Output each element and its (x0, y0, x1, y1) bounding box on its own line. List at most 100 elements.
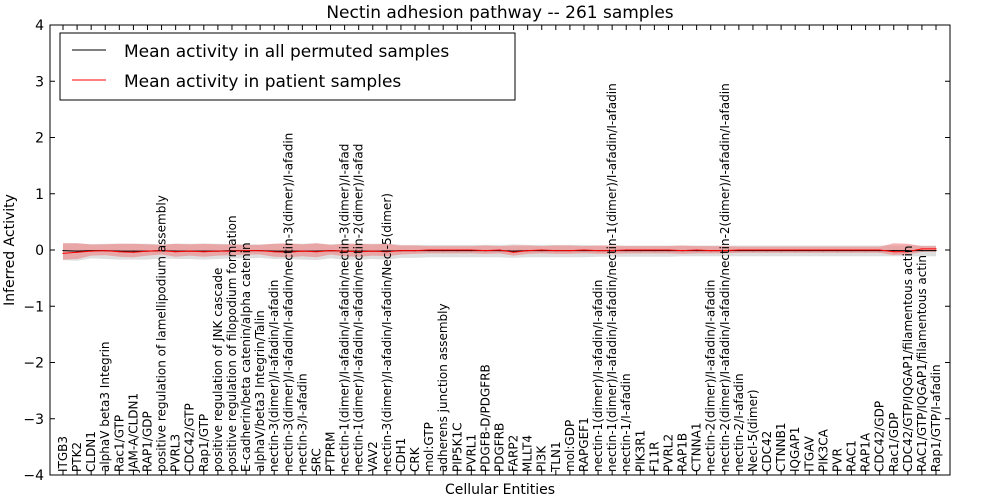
data-point (104, 250, 106, 252)
data-point (498, 249, 501, 251)
legend: Mean activity in all permuted samples Me… (59, 32, 516, 101)
data-point (62, 250, 64, 252)
x-tick-label: Necl-5(dimer) (746, 389, 760, 472)
x-tick-label: Rap1/GTP (197, 414, 211, 472)
data-point (161, 250, 163, 252)
x-tick-label: RAP1/GDP (141, 411, 155, 472)
data-point (372, 250, 374, 252)
data-point (287, 250, 289, 252)
data-point (118, 251, 120, 253)
x-tick-label: PVRL1 (464, 434, 478, 472)
x-tick-label: PDGFRB (493, 423, 507, 472)
x-tick-label: nectin-3(dimer)/I-afadin/I-afadin/Necl-5… (380, 193, 394, 472)
x-tick-label: E-cadherin/beta catenin/alpha catenin (239, 242, 253, 472)
x-tick-label: CRK (408, 446, 422, 472)
data-point (527, 250, 529, 252)
data-point (329, 250, 332, 252)
x-tick-label: nectin-1/I-afadin (619, 373, 633, 472)
x-tick-label: MLLT4 (521, 435, 535, 472)
x-tick-label: PVRL3 (169, 434, 183, 472)
y-tick-label: 3 (35, 74, 44, 90)
x-tick-label: SRC (310, 448, 324, 472)
data-point (231, 250, 233, 252)
data-point (541, 249, 543, 251)
x-tick-label: CTNNB1 (774, 422, 788, 472)
data-point (287, 251, 289, 253)
data-point (597, 250, 599, 252)
x-tick-label: nectin-1(dimer)/I-afadin/I-afadin (591, 280, 605, 472)
data-point (738, 249, 740, 251)
x-tick-label: positive regulation of JNK cascade (211, 268, 225, 472)
data-point (625, 249, 627, 251)
y-tick-label: −1 (23, 299, 44, 315)
x-tick-label: PVR (830, 448, 844, 472)
x-tick-label: PDGFB-D/PDGFRB (478, 364, 492, 472)
x-tick-label: PIK3CA (816, 428, 830, 472)
data-point (583, 249, 585, 251)
data-point (907, 251, 909, 253)
y-tick-label: −3 (23, 412, 44, 428)
x-tick-label: ITGAV (802, 435, 816, 472)
x-tick-label: RAPGEF1 (577, 417, 591, 472)
x-tick-label: nectin-3(dimer)/I-afadin/I-afadin (267, 280, 281, 472)
x-tick-label: CDC42/GDP (873, 401, 887, 472)
data-point (935, 250, 937, 252)
x-tick-label: ITGB3 (56, 436, 70, 472)
x-tick-label: nectin-1(dimer)/I-afadin/I-afadin/nectin… (352, 144, 366, 472)
x-tick-label: nectin-2(dimer)/I-afadin/I-afadin/nectin… (718, 83, 732, 472)
data-point (893, 251, 895, 253)
x-tick-label: alphaV beta3 Integrin (98, 341, 112, 472)
data-point (400, 250, 402, 252)
data-point (90, 250, 92, 252)
data-point (513, 251, 515, 253)
data-point (935, 248, 937, 250)
data-point (428, 249, 430, 251)
y-tick-label: 1 (35, 187, 44, 203)
x-tick-label: CLDN1 (84, 431, 98, 472)
data-point (865, 249, 867, 251)
data-point (696, 249, 698, 251)
data-point (639, 249, 641, 251)
data-point (146, 250, 149, 252)
data-point (132, 250, 134, 252)
data-point (386, 251, 388, 253)
x-tick-label: RAC1 (845, 440, 859, 472)
data-point (358, 251, 360, 253)
legend-box (59, 32, 516, 101)
x-tick-label: RAP1B (676, 433, 690, 472)
data-point (301, 250, 303, 252)
data-point (203, 251, 205, 253)
x-tick-label: nectin-1(dimer)/I-afadin/I-afadin/nectin… (338, 144, 352, 472)
x-tick-label: PIP5K1C (450, 422, 464, 472)
data-point (442, 249, 444, 251)
legend-label-patient: Mean activity in patient samples (124, 72, 401, 92)
data-point (245, 250, 247, 252)
y-tick-label: 4 (35, 18, 44, 34)
y-tick-label: 2 (35, 131, 44, 147)
x-tick-label: VAV2 (366, 441, 380, 472)
data-point (752, 249, 754, 251)
y-axis-label: Inferred Activity (2, 194, 18, 306)
x-tick-label: nectin-3/I-afadin (295, 373, 309, 472)
data-point (175, 251, 177, 253)
x-tick-label: PVRL2 (662, 434, 676, 472)
x-tick-label: adherens junction assembly (436, 303, 450, 472)
y-tick-label: 0 (35, 243, 44, 259)
data-point (569, 250, 571, 252)
data-point (653, 249, 656, 251)
data-point (794, 249, 796, 251)
data-point (189, 250, 191, 252)
x-tick-label: PTK2 (70, 442, 84, 472)
legend-label-permuted: Mean activity in all permuted samples (124, 42, 449, 62)
series-lines (62, 248, 937, 254)
data-point (76, 251, 78, 253)
x-tick-label: PIK3R1 (633, 430, 647, 472)
data-point (76, 250, 78, 252)
data-point (611, 250, 613, 252)
data-point (259, 250, 261, 252)
data-point (879, 249, 881, 251)
x-tick-label: alphaV/beta3 Integrin/Talin (253, 310, 267, 472)
confidence-band-1 (63, 243, 936, 260)
